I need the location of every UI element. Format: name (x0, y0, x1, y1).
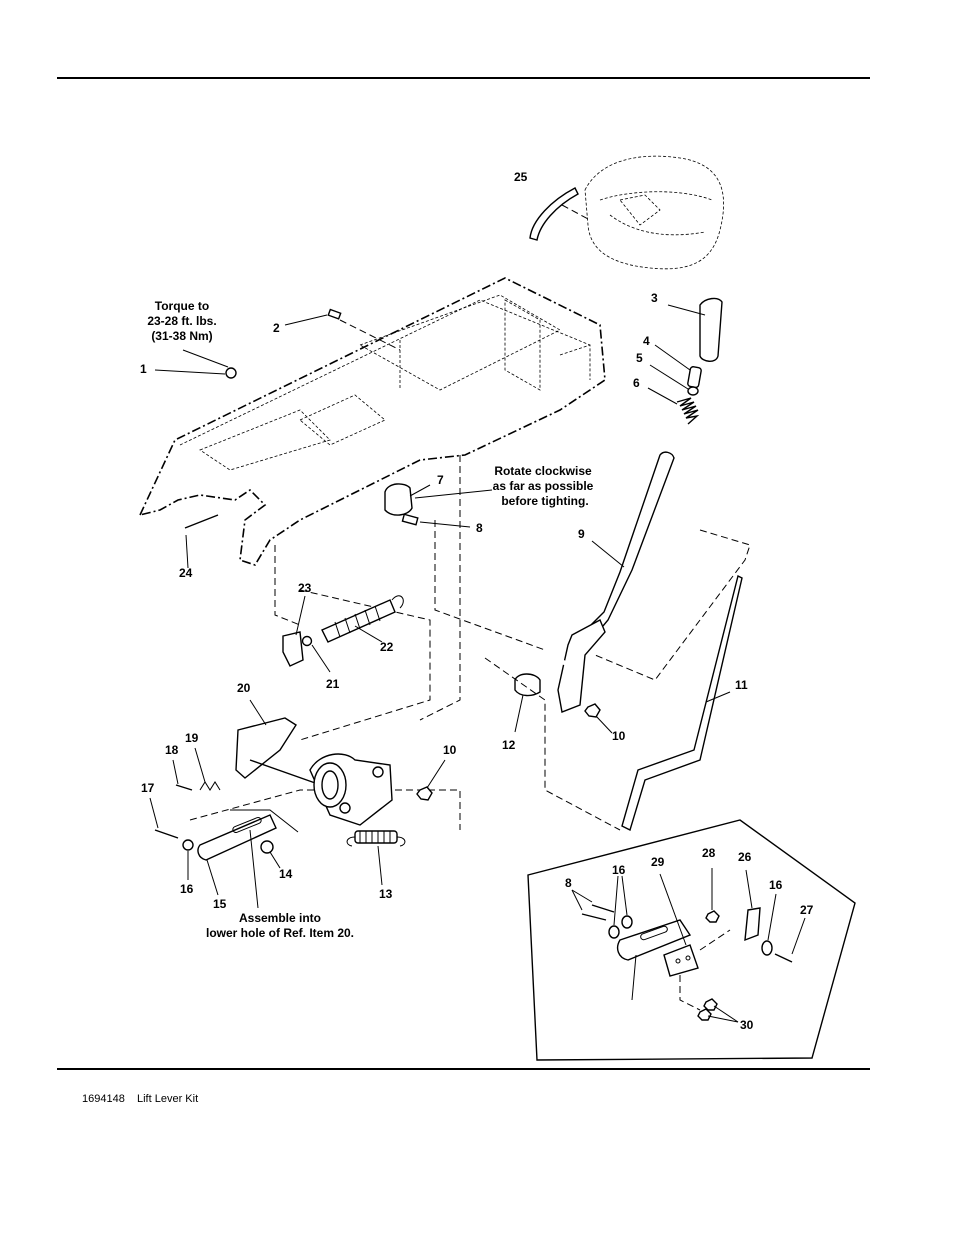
callout-5: 5 (636, 351, 643, 365)
callout-11: 11 (735, 678, 748, 692)
part-20-bracket (235, 699, 336, 791)
footer-title: Lift Lever Kit (137, 1093, 199, 1105)
callout-17: 17 (141, 781, 155, 795)
part-23-clip (282, 595, 306, 667)
callout-19: 19 (185, 731, 199, 745)
callout-8-inset: 8 (565, 876, 572, 890)
note-rotate-line-2: as far as possible (493, 479, 594, 493)
callout-28: 28 (702, 846, 716, 860)
part-11-rod (594, 529, 751, 831)
callout-24: 24 (179, 566, 193, 580)
part-12-bracket (484, 657, 621, 831)
note-rotate-line-1: Rotate clockwise (494, 464, 592, 478)
callout-6: 6 (633, 376, 640, 390)
part-10-nut-left (416, 759, 446, 801)
top-rule (57, 77, 870, 79)
callout-18: 18 (165, 743, 179, 757)
callout-27: 27 (800, 903, 814, 917)
callout-labels: 25 2 3 1 4 5 6 7 8 9 24 23 22 21 20 19 1… (140, 170, 814, 1032)
callout-8: 8 (476, 521, 483, 535)
callout-16-inset-right: 16 (769, 878, 783, 892)
callout-23: 23 (298, 581, 312, 595)
part-22-spring (321, 595, 404, 643)
part-21-nut (301, 635, 331, 673)
part-5-washer (649, 364, 699, 396)
callout-22: 22 (380, 640, 394, 654)
inset-detail (527, 819, 856, 1061)
callout-16-left: 16 (180, 882, 194, 896)
callout-10-right: 10 (612, 729, 626, 743)
part-19-cotter-pin (194, 747, 221, 791)
callout-10-left: 10 (443, 743, 457, 757)
note-torque-line-3: (31-38 Nm) (151, 329, 212, 343)
callout-15: 15 (213, 897, 227, 911)
part-4-sleeve (654, 344, 702, 389)
part-18-pin (172, 759, 193, 791)
part-7-bracket (384, 483, 493, 516)
callout-29: 29 (651, 855, 665, 869)
inset-part-16-washer (761, 893, 777, 956)
callout-20: 20 (237, 681, 251, 695)
callout-3: 3 (651, 291, 658, 305)
note-assemble: Assemble into lower hole of Ref. Item 20… (206, 911, 354, 940)
inset-part-29-bracket (616, 873, 699, 1001)
part-9-lever (485, 451, 675, 713)
inset-bolts-8 (571, 889, 615, 921)
part-3-grip (667, 297, 723, 362)
part-24-bolt (184, 514, 219, 569)
footer-part-number: 1694148 (82, 1093, 125, 1105)
inset-part-27-bolt (774, 917, 806, 963)
note-torque-line-2: 23-28 ft. lbs. (147, 314, 216, 328)
note-torque: Torque to 23-28 ft. lbs. (31-38 Nm) (147, 299, 216, 343)
callout-13: 13 (379, 887, 393, 901)
callout-30: 30 (740, 1018, 754, 1032)
inset-part-26-chain (744, 869, 761, 942)
inset-washers-16 (608, 875, 633, 939)
callout-2: 2 (273, 321, 280, 335)
inset-part-28-nut (705, 868, 720, 923)
callout-12: 12 (502, 738, 516, 752)
callout-7: 7 (437, 473, 444, 487)
callout-21: 21 (326, 677, 340, 691)
callout-1: 1 (140, 362, 147, 376)
assembly-lines (189, 455, 546, 830)
callout-4: 4 (643, 334, 650, 348)
note-assemble-line-2: lower hole of Ref. Item 20. (206, 926, 354, 940)
bottom-rule (57, 1068, 870, 1070)
part-16-washer-left (182, 839, 194, 880)
pivot-assembly (309, 753, 393, 826)
callout-16-inset-left: 16 (612, 863, 626, 877)
part-14-bushing (260, 840, 281, 869)
part-1-bolt (154, 349, 237, 379)
note-assemble-line-1: Assemble into (239, 911, 321, 925)
part-6-spring (647, 387, 700, 425)
part-8-screw (401, 513, 471, 528)
frame-outline (138, 277, 606, 566)
note-rotate-line-3: before tighting. (501, 494, 588, 508)
callout-9: 9 (578, 527, 585, 541)
callout-14: 14 (279, 867, 293, 881)
part-15-link (197, 809, 299, 909)
note-rotate: Rotate clockwise as far as possible befo… (493, 464, 594, 508)
seat-outline (584, 155, 724, 270)
callout-25: 25 (514, 170, 528, 184)
part-25-clip (529, 187, 591, 241)
part-2-bolt (284, 308, 401, 351)
part-10-nut-right (584, 703, 613, 734)
callout-26: 26 (738, 850, 752, 864)
note-torque-line-1: Torque to (155, 299, 209, 313)
part-13-spring (346, 830, 406, 886)
part-17-bolt (149, 797, 179, 839)
inset-part-30-nuts (697, 998, 739, 1023)
